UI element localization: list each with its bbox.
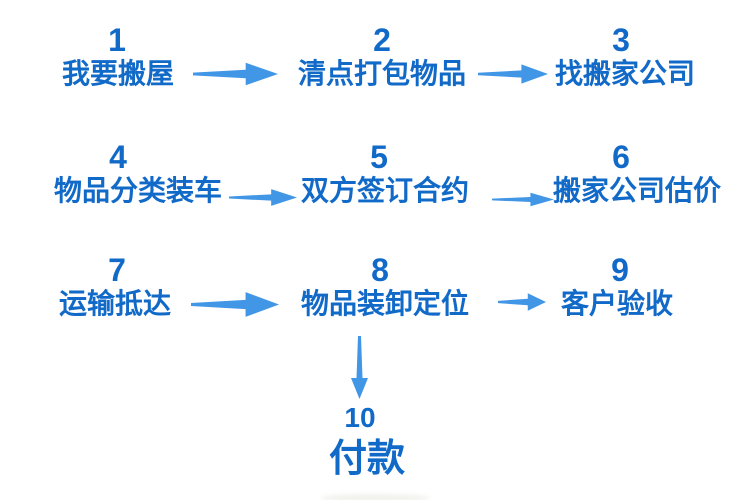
step-10-label: 付款: [328, 438, 405, 480]
step-6-number: 6: [612, 139, 630, 175]
arrow-down-icon: [349, 336, 370, 399]
step-9-number: 9: [611, 252, 629, 288]
arrow-right-icon: [191, 289, 279, 320]
step-2-label: 清点打包物品: [297, 58, 466, 89]
step-10-number: 10: [344, 402, 376, 433]
arrow-right-icon: [478, 62, 548, 86]
step-3-number: 3: [612, 22, 630, 58]
cropped-bottom-artifact: [320, 494, 430, 500]
arrow-right-icon: [498, 291, 546, 313]
arrow-right-icon: [193, 60, 278, 88]
step-7-label: 运输抵达: [58, 288, 171, 319]
step-4-label: 物品分类装车: [53, 175, 222, 206]
step-5-label: 双方签订合约: [300, 175, 469, 206]
step-9-label: 客户验收: [560, 288, 673, 319]
step-1-label: 我要搬屋: [61, 58, 174, 89]
step-8-number: 8: [371, 252, 389, 288]
step-5-number: 5: [370, 139, 388, 175]
step-8-label: 物品装卸定位: [300, 288, 469, 319]
arrow-right-icon: [229, 187, 297, 208]
step-3-label: 找搬家公司: [554, 58, 695, 89]
step-4-number: 4: [109, 139, 127, 175]
step-1-number: 1: [108, 22, 126, 58]
step-6-label: 搬家公司估价: [552, 175, 721, 206]
arrow-right-icon: [492, 191, 554, 208]
step-2-number: 2: [373, 22, 391, 58]
step-7-number: 7: [108, 252, 126, 288]
